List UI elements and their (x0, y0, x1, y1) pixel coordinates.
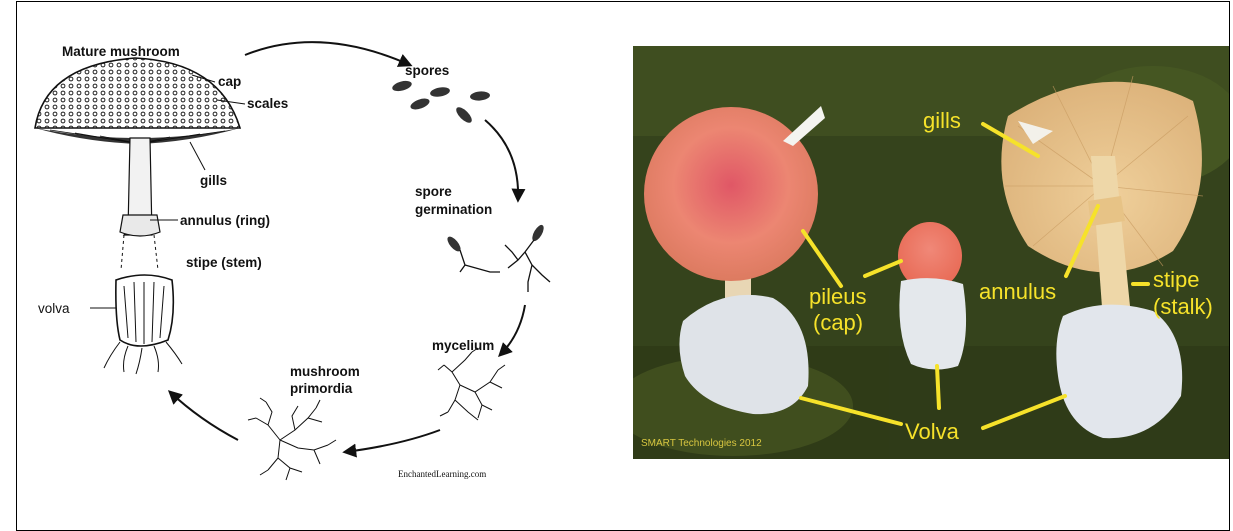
photo-label-volva: Volva (905, 419, 960, 444)
arrow-to-primordia (345, 430, 440, 452)
amanita-labeled-photo: gills pileus (cap) annulus stipe (stalk)… (633, 46, 1229, 459)
label-spore-germination-2: germination (415, 202, 492, 217)
lower-stipe-shape (121, 235, 158, 270)
photo-label-stipe-2: (stalk) (1153, 294, 1213, 319)
small-mushroom (898, 222, 966, 370)
cap-shape (35, 58, 240, 128)
arrow-to-mature (170, 392, 238, 440)
arrow-to-germination (485, 120, 518, 200)
volva-shape (116, 275, 173, 346)
primordia-illustration (248, 398, 336, 480)
label-mature-mushroom: Mature mushroom (62, 44, 180, 59)
label-spores: spores (405, 63, 449, 78)
photo-credit: SMART Technologies 2012 (641, 438, 762, 449)
spores-illustration (391, 79, 490, 125)
label-primordia-1: mushroom (290, 364, 360, 379)
label-mycelium: mycelium (432, 338, 494, 353)
label-cap: cap (218, 74, 241, 89)
label-stipe: stipe (stem) (186, 255, 262, 270)
mushroom-life-cycle-diagram: Mature mushroom cap scales gills annulus… (20, 20, 595, 500)
label-spore-germination-1: spore (415, 184, 452, 199)
photo-label-stipe-1: stipe (1153, 267, 1199, 292)
photo-label-annulus: annulus (979, 279, 1056, 304)
photo-label-pileus-1: pileus (809, 284, 866, 309)
label-scales: scales (247, 96, 288, 111)
mycelium-illustration (438, 348, 505, 420)
arrow-to-mycelium (500, 305, 525, 355)
photo-label-pileus-2: (cap) (813, 310, 863, 335)
photo-label-gills: gills (923, 108, 961, 133)
label-annulus: annulus (ring) (180, 213, 270, 228)
arrow-to-spores (245, 42, 410, 65)
label-primordia-2: primordia (290, 381, 353, 396)
diagram-credit: EnchantedLearning.com (398, 469, 486, 479)
label-volva: volva (38, 301, 70, 316)
spore-germination-illustration (445, 223, 550, 292)
label-gills: gills (200, 173, 227, 188)
annulus-shape (120, 215, 160, 236)
small-volva (899, 278, 966, 369)
